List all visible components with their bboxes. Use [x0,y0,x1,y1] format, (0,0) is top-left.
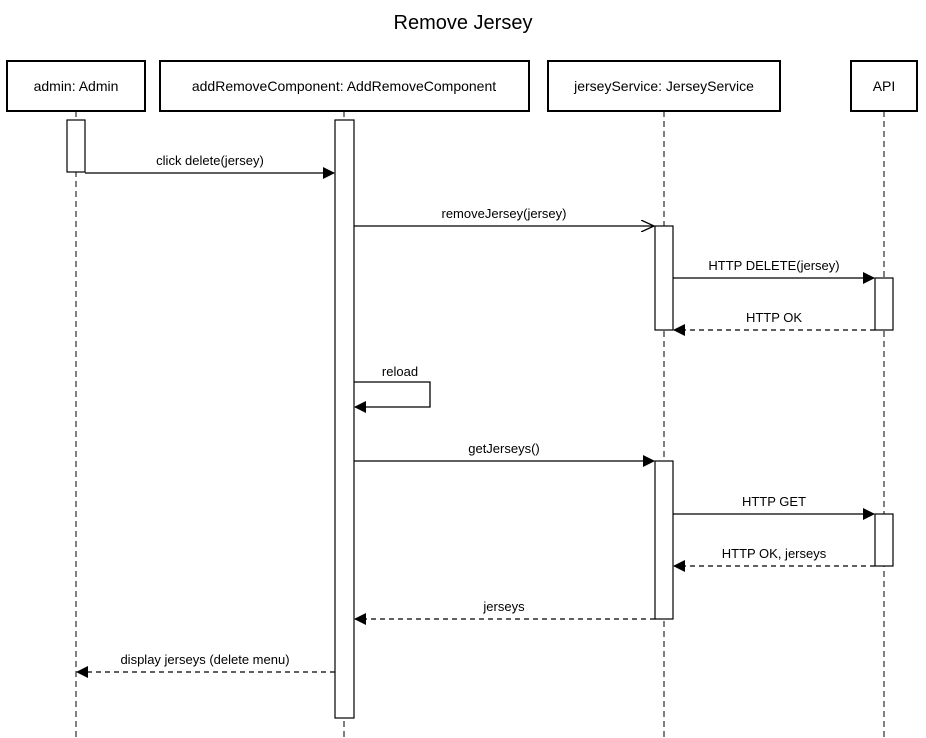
activation-bar-api-delete [874,277,894,331]
participant-api: API [850,60,918,112]
message-label: HTTP OK, jerseys [722,546,827,561]
message-label: click delete(jersey) [156,153,264,168]
participant-admin: admin: Admin [6,60,146,112]
participant-label: admin: Admin [34,78,119,94]
message-label: display jerseys (delete menu) [120,652,289,667]
participant-label: jerseyService: JerseyService [573,78,754,94]
message-remove-jersey: removeJersey(jersey) [354,206,654,226]
participant-add-remove-component: addRemoveComponent: AddRemoveComponent [159,60,530,112]
participant-jersey-service: jerseyService: JerseyService [547,60,781,112]
message-label: jerseys [482,599,525,614]
participant-box [6,60,146,112]
message-http-get: HTTP GET [673,494,875,520]
participant-box [159,60,530,112]
activation-bar-jersey-service-get [654,460,674,620]
message-label: removeJersey(jersey) [442,206,567,221]
message-label: HTTP GET [742,494,806,509]
message-label: reload [382,364,418,379]
diagram-title: Remove Jersey [394,12,533,34]
message-click-delete: click delete(jersey) [85,153,335,179]
message-reload: reload [354,364,431,413]
message-label: getJerseys() [468,441,540,456]
activation-bar-add-remove-component [334,119,355,719]
participant-box [850,60,918,112]
message-http-ok-jerseys: HTTP OK, jerseys [673,546,875,572]
message-jerseys-return: jerseys [354,599,655,625]
message-http-ok: HTTP OK [673,310,875,336]
activation-bar-jersey-service-remove [654,225,674,331]
activation-bar-api-get [874,513,894,567]
message-label: HTTP DELETE(jersey) [708,258,839,273]
message-get-jerseys: getJerseys() [354,441,655,467]
message-label: HTTP OK [746,310,802,325]
message-arrow [354,381,431,413]
message-http-delete: HTTP DELETE(jersey) [673,258,875,284]
participant-label: API [873,78,896,94]
activation-bar-admin [66,119,86,173]
message-display-jerseys: display jerseys (delete menu) [76,652,335,678]
participant-label: addRemoveComponent: AddRemoveComponent [192,78,496,94]
